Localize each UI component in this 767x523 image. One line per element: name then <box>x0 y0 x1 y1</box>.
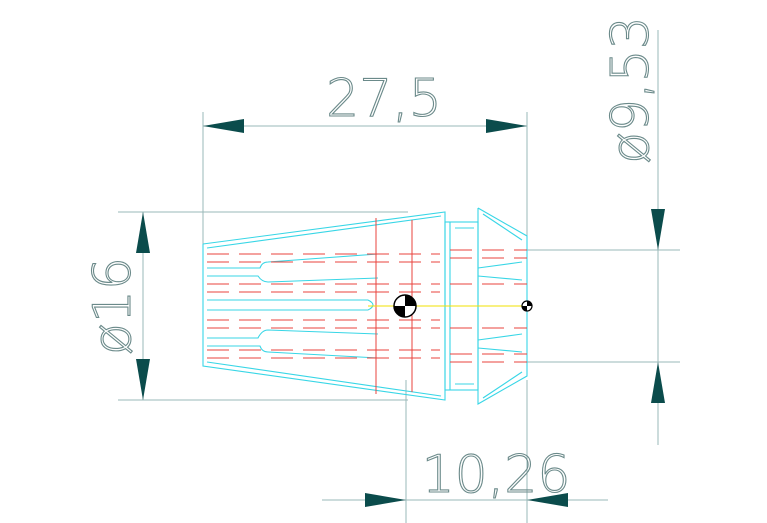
arrow-left-offset <box>365 493 406 507</box>
arrow-right-offset <box>527 493 568 507</box>
dim-length-text: 27,5 <box>326 69 442 129</box>
arrow-bottom-dia16 <box>136 359 150 400</box>
arrow-top-dia953 <box>651 209 665 250</box>
arrow-right-length <box>486 119 527 133</box>
extension-lines <box>118 112 680 523</box>
hidden-lines <box>207 218 527 394</box>
dimension-arrows <box>136 119 665 507</box>
arrow-left-length <box>203 119 244 133</box>
center-of-gravity-marker-icon <box>393 294 417 318</box>
center-of-gravity-marker-small-icon <box>521 300 533 312</box>
arrow-top-dia16 <box>136 212 150 253</box>
dim-diameter-small-text: ø9,53 <box>601 16 661 164</box>
arrow-bottom-dia953 <box>651 362 665 403</box>
dim-diameter-large-text: ø16 <box>83 257 143 355</box>
dim-offset-text: 10,26 <box>422 445 571 505</box>
